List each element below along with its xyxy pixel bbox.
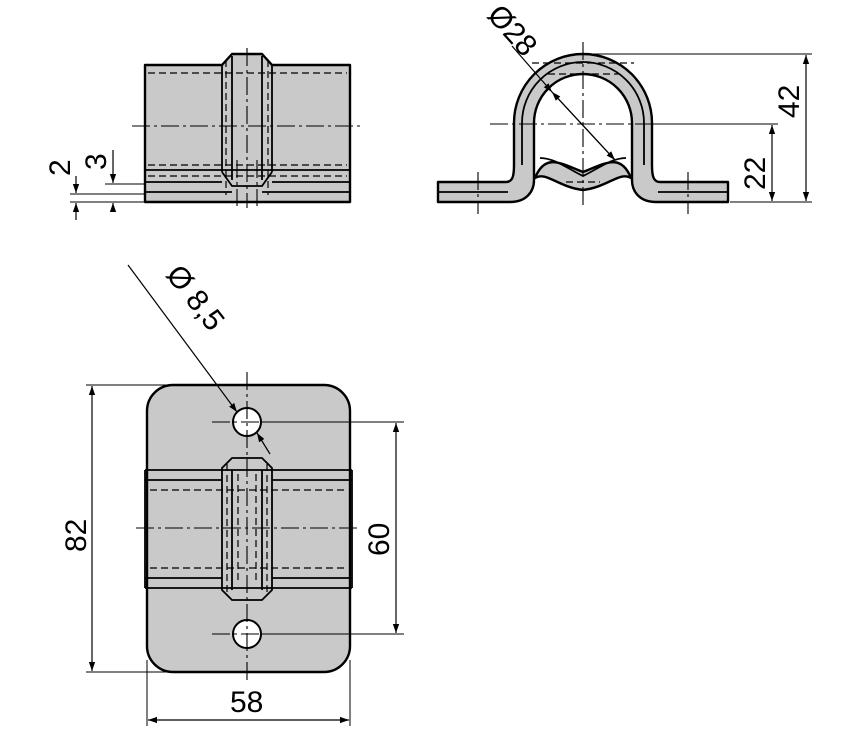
plate-length-label: 82 (60, 519, 93, 552)
dim-hole-spacing: 60 (262, 421, 404, 635)
dim-3-label: 3 (80, 153, 113, 170)
plan-view (136, 372, 360, 684)
dim-plate-width: 58 (146, 660, 351, 726)
dim-plate-length: 82 (60, 384, 172, 673)
side-view (132, 48, 362, 208)
overall-height-label: 42 (773, 85, 806, 118)
dim-heights: 42 22 (590, 53, 812, 203)
front-view (436, 42, 730, 214)
dim-thickness: 2 3 (44, 150, 145, 220)
tube-diameter-label: Ø28 (481, 0, 543, 63)
hole-spacing-label: 60 (363, 523, 396, 556)
center-height-label: 22 (739, 157, 772, 190)
front-view-clamp (436, 52, 730, 204)
dim-2-label: 2 (44, 159, 77, 176)
plate-width-label: 58 (230, 686, 263, 719)
hole-diameter-label: Ø 8,5 (159, 259, 230, 337)
